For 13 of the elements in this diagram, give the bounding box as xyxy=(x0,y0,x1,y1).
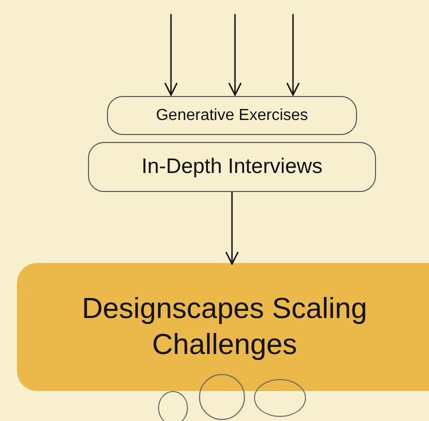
result-box xyxy=(17,263,429,391)
arrow xyxy=(225,192,239,265)
node-label: Designscapes Scaling Challenges xyxy=(80,292,368,363)
arrow xyxy=(286,14,300,96)
method-pill xyxy=(107,96,357,135)
method-pill xyxy=(88,142,376,192)
node-label: In-Depth Interviews xyxy=(142,154,322,180)
arrow xyxy=(228,14,242,96)
arrow xyxy=(164,14,178,96)
decorative-circle xyxy=(254,379,306,417)
decorative-circle xyxy=(199,374,245,420)
node-label: Generative Exercises xyxy=(156,106,308,126)
decorative-circle xyxy=(158,391,188,421)
